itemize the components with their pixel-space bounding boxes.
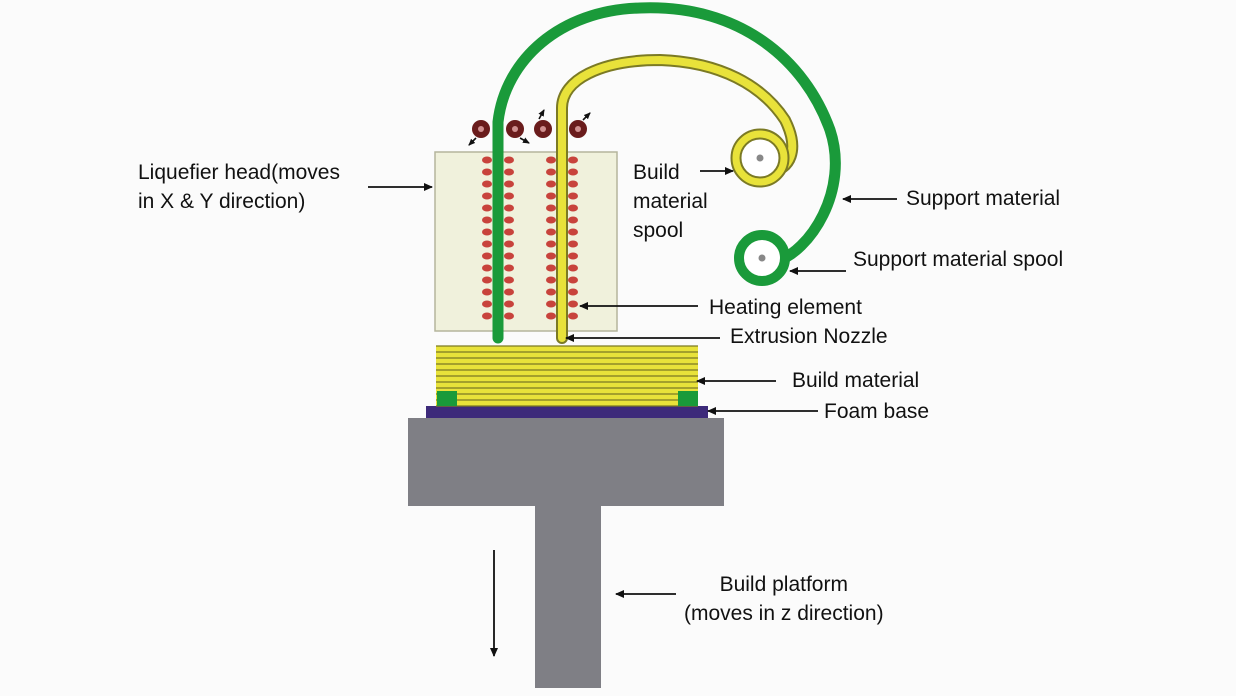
heating-dot (568, 180, 578, 188)
label-heating-element: Heating element (709, 296, 862, 319)
heating-dot (568, 192, 578, 200)
heating-dot (546, 300, 556, 308)
heating-dot (568, 228, 578, 236)
heating-dot (546, 216, 556, 224)
leader-arrows (368, 167, 897, 657)
heating-dot (482, 156, 492, 164)
heating-dot (546, 168, 556, 176)
heating-dot (546, 264, 556, 272)
heating-dot (546, 180, 556, 188)
support-spool-hub (758, 254, 766, 262)
heating-dot (482, 168, 492, 176)
heating-dot (546, 156, 556, 164)
heating-dot (504, 300, 514, 308)
build-spool-hub (756, 154, 764, 162)
heating-dot (482, 240, 492, 248)
heating-dot (504, 288, 514, 296)
heating-dot (568, 156, 578, 164)
heating-dot (482, 300, 492, 308)
heating-dot (504, 156, 514, 164)
heating-dot (546, 276, 556, 284)
label-support-material: Support material (906, 187, 1061, 210)
label-build-material-spool: Build material spool (633, 161, 708, 242)
heating-dot (568, 204, 578, 212)
heating-dot (504, 252, 514, 260)
heating-dot (504, 180, 514, 188)
heating-dot (504, 192, 514, 200)
support-block-right (678, 391, 698, 406)
heating-dot (568, 288, 578, 296)
label-support-material-spool: Support material spool (853, 248, 1064, 271)
heating-dot (482, 228, 492, 236)
heating-dot (504, 216, 514, 224)
heating-dot (568, 240, 578, 248)
heating-dot (482, 288, 492, 296)
build-filament (558, 55, 797, 342)
heating-dot (504, 168, 514, 176)
heating-dot (482, 192, 492, 200)
build-platform (408, 418, 724, 688)
heating-dot (546, 204, 556, 212)
roller-rotation-arrows (468, 109, 591, 146)
heating-dot (504, 228, 514, 236)
drive-rollers (472, 120, 587, 138)
heating-dot (482, 216, 492, 224)
heating-dot (568, 168, 578, 176)
label-build-platform: Build platform (moves in z direction) (684, 573, 884, 625)
heating-dot (568, 312, 578, 320)
heating-dot (504, 276, 514, 284)
support-block-left (437, 391, 457, 406)
heating-dot (504, 204, 514, 212)
heating-dot (546, 252, 556, 260)
label-liquefier-head: Liquefier head(moves in X & Y direction) (138, 161, 340, 213)
heating-dot (568, 276, 578, 284)
heating-element (482, 156, 578, 320)
heating-dot (546, 288, 556, 296)
foam-base (426, 406, 708, 418)
heating-dot (568, 252, 578, 260)
heating-dot (546, 228, 556, 236)
label-extrusion-nozzle: Extrusion Nozzle (730, 325, 888, 348)
heating-dot (482, 276, 492, 284)
heating-dot (482, 264, 492, 272)
label-build-material: Build material (792, 369, 920, 392)
heating-dot (568, 264, 578, 272)
heating-dot (482, 312, 492, 320)
heating-dot (504, 312, 514, 320)
heating-dot (568, 216, 578, 224)
heating-dot (546, 240, 556, 248)
heating-dot (482, 204, 492, 212)
heating-dot (568, 300, 578, 308)
heating-dot (482, 252, 492, 260)
heating-dot (546, 192, 556, 200)
heating-dot (546, 312, 556, 320)
label-foam-base: Foam base (824, 400, 930, 423)
liquefier-head (434, 151, 618, 332)
heating-dot (504, 264, 514, 272)
heating-dot (482, 180, 492, 188)
build-material-layers (436, 345, 698, 407)
heating-dot (504, 240, 514, 248)
